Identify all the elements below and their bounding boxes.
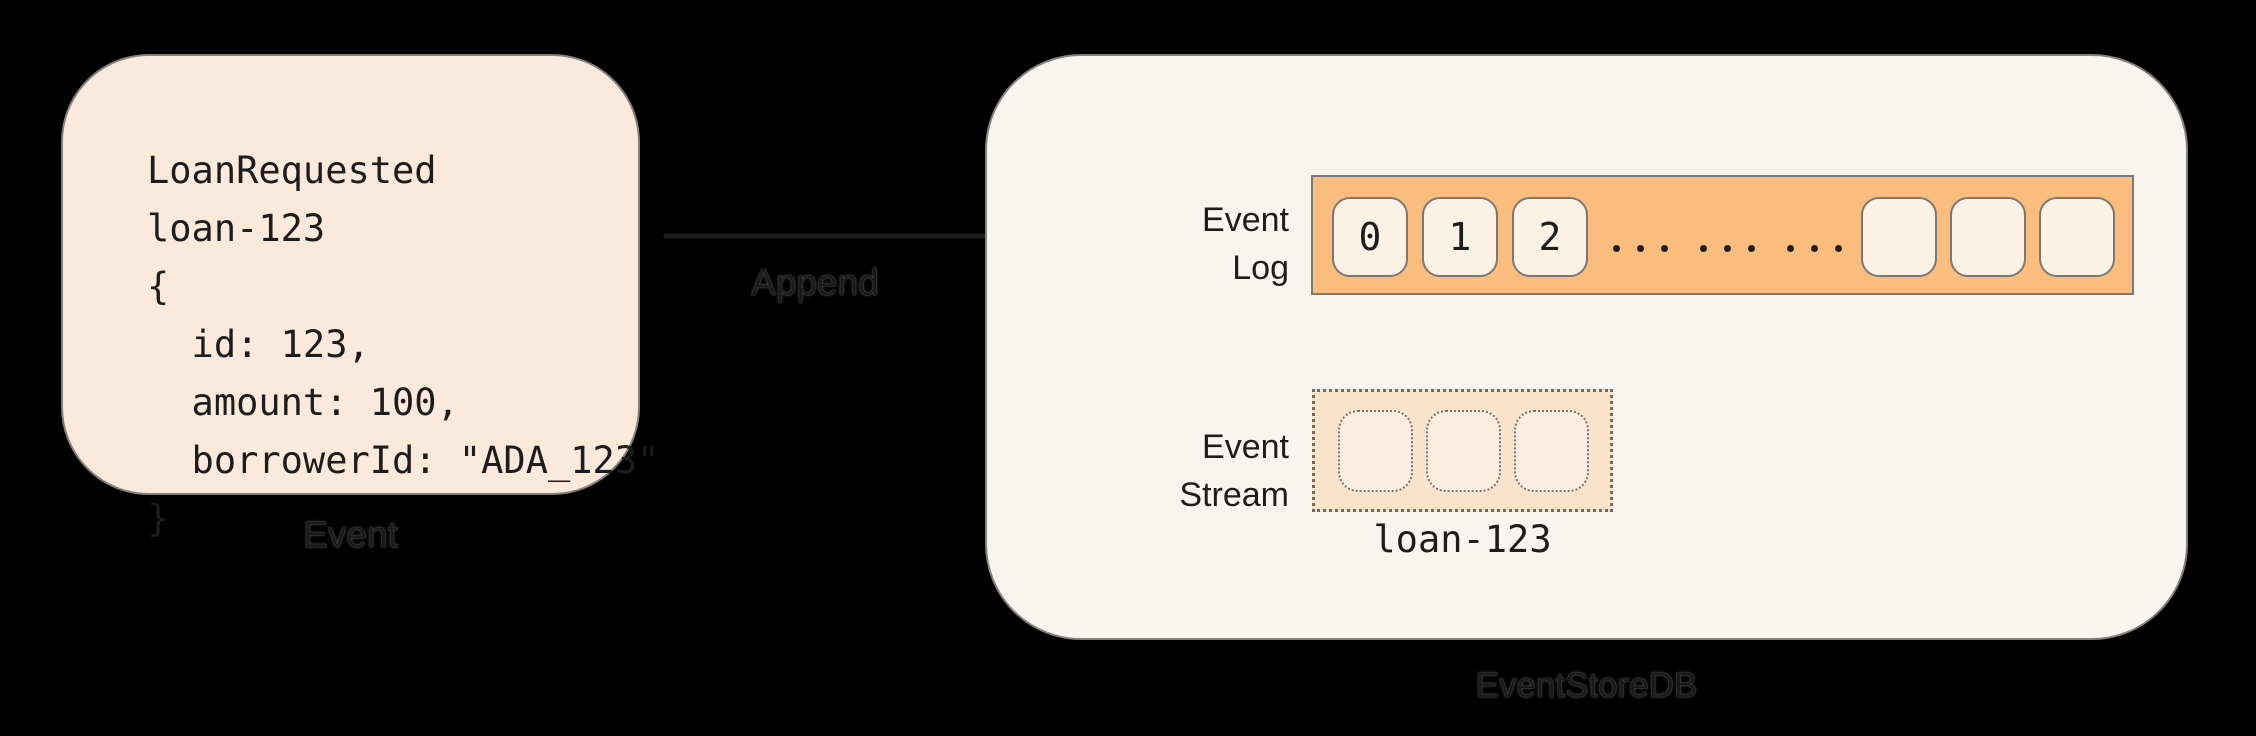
- event-stream-label: Event Stream: [1179, 423, 1289, 519]
- event-stream-label-line2: Stream: [1179, 476, 1289, 514]
- log-cell: 1: [1422, 197, 1498, 277]
- stream-slots: [1338, 410, 1589, 492]
- ellipsis-dot: [1700, 245, 1707, 252]
- stream-name-label: loan-123: [1373, 518, 1552, 561]
- stream-slot: [1338, 410, 1413, 492]
- stream-slot: [1514, 410, 1589, 492]
- stream-slot: [1426, 410, 1501, 492]
- ellipsis-dot: [1835, 245, 1842, 252]
- ellipsis-dot: [1748, 245, 1755, 252]
- event-log-label: Event Log: [1202, 196, 1289, 292]
- event-log-label-line1: Event: [1202, 201, 1289, 239]
- event-code: LoanRequested loan-123 { id: 123, amount…: [147, 149, 660, 540]
- event-log-label-line2: Log: [1232, 249, 1289, 287]
- ellipsis-dot: [1724, 245, 1731, 252]
- event-card: LoanRequested loan-123 { id: 123, amount…: [61, 54, 659, 540]
- log-empty-cell: [1861, 197, 1937, 277]
- log-cell: 0: [1332, 197, 1408, 277]
- event-card-label: Event: [303, 514, 398, 555]
- ellipsis-dot: [1613, 245, 1620, 252]
- eventstoredb-box: [985, 54, 2188, 640]
- event-stream-label-line1: Event: [1202, 428, 1289, 466]
- ellipsis-dot: [1787, 245, 1794, 252]
- log-ellipsis: [1613, 245, 1842, 252]
- log-cell: 2: [1512, 197, 1588, 277]
- ellipsis-dot: [1637, 245, 1644, 252]
- ellipsis-dot: [1811, 245, 1818, 252]
- ellipsis-dot: [1661, 245, 1668, 252]
- event-stream-box: [1312, 389, 1613, 512]
- log-empty-cell: [2039, 197, 2115, 277]
- eventstoredb-label: EventStoreDB: [1475, 666, 1698, 705]
- append-label: Append: [751, 262, 879, 303]
- log-empty-cell: [1950, 197, 2026, 277]
- log-empty-cells: [1861, 197, 2115, 277]
